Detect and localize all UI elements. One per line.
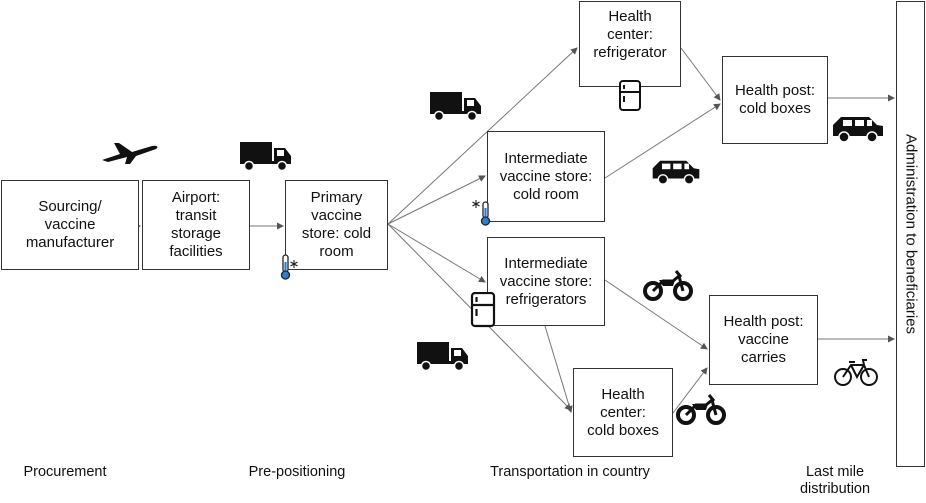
node-ivs-refrigerators: Intermediate vaccine store: refrigerator… xyxy=(487,237,605,326)
node-ivs-coldroom-label: Intermediate vaccine store: cold room xyxy=(499,149,593,203)
refrigerator-icon xyxy=(619,80,641,111)
node-primary-store: Primary vaccine store: cold room xyxy=(285,180,388,270)
node-hc-coldboxes-label: Health center: cold boxes xyxy=(587,385,659,439)
stage-lastmile: Last mile distribution xyxy=(799,464,871,497)
node-airport-label: Airport: transit storage facilities xyxy=(169,189,223,260)
arrow-primary-ivs-refrigerators xyxy=(387,223,486,283)
thermometer-snowflake-icon xyxy=(280,254,298,280)
node-administration-label: Administration to beneficiaries xyxy=(902,133,919,335)
node-hc-coldboxes: Health center: cold boxes xyxy=(573,368,673,457)
arrow-primary-ivs-coldroom xyxy=(387,175,486,225)
node-airport: Airport: transit storage facilities xyxy=(142,180,250,270)
node-sourcing-label: Sourcing/ vaccine manufacturer xyxy=(25,198,115,251)
node-hp-carries: Health post: vaccine carries xyxy=(709,295,818,385)
motorcycle-icon xyxy=(676,394,726,425)
suv-icon xyxy=(833,117,883,143)
node-ivs-coldroom: Intermediate vaccine store: cold room xyxy=(487,131,605,222)
node-ivs-refrigerators-label: Intermediate vaccine store: refrigerator… xyxy=(499,254,593,308)
stage-prepositioning: Pre-positioning xyxy=(248,464,346,480)
stage-procurement: Procurement xyxy=(23,464,107,480)
node-hp-coldboxes: Health post: cold boxes xyxy=(722,56,828,144)
node-hp-carries-label: Health post: vaccine carries xyxy=(723,313,804,366)
truck-icon xyxy=(430,92,481,122)
bicycle-icon xyxy=(834,359,878,386)
arrow-hc-coldboxes-hp-carries xyxy=(672,367,708,414)
arrow-ivs-refrigerators-hp-carries xyxy=(604,279,708,350)
stage-transportation: Transportation in country xyxy=(490,464,650,480)
suv-icon xyxy=(652,160,700,185)
motorcycle-icon xyxy=(643,270,693,301)
thermometer-snowflake-icon xyxy=(472,200,491,226)
arrow-primary-hc-refrigerator xyxy=(387,47,578,225)
airplane-icon xyxy=(102,143,158,164)
node-sourcing: Sourcing/ vaccine manufacturer xyxy=(1,180,139,270)
refrigerator-icon xyxy=(470,292,496,328)
arrow-ivs-refrigerators-hc-coldboxes xyxy=(544,325,573,413)
arrow-ivs-coldroom-hp-coldboxes xyxy=(604,103,721,179)
node-administration: Administration to beneficiaries xyxy=(896,1,925,467)
node-hc-refrigerator-label: Health center: refrigerator xyxy=(593,8,667,61)
node-hc-refrigerator: Health center: refrigerator xyxy=(579,1,681,87)
node-hp-coldboxes-label: Health post: cold boxes xyxy=(734,82,816,117)
truck-icon xyxy=(417,342,468,372)
arrow-hc-refrigerator-hp-coldboxes xyxy=(680,47,721,101)
node-primary-store-label: Primary vaccine store: cold room xyxy=(301,189,372,260)
truck-icon xyxy=(240,142,291,172)
